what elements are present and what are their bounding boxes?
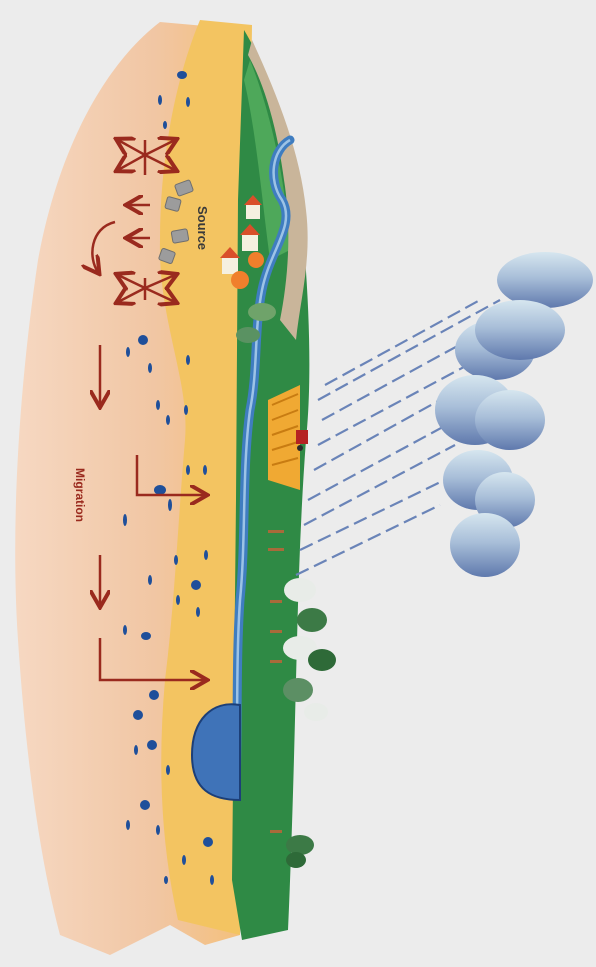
- migration-label: Migration: [73, 468, 87, 522]
- source-label: Source: [195, 206, 210, 250]
- crop-field: [268, 385, 300, 490]
